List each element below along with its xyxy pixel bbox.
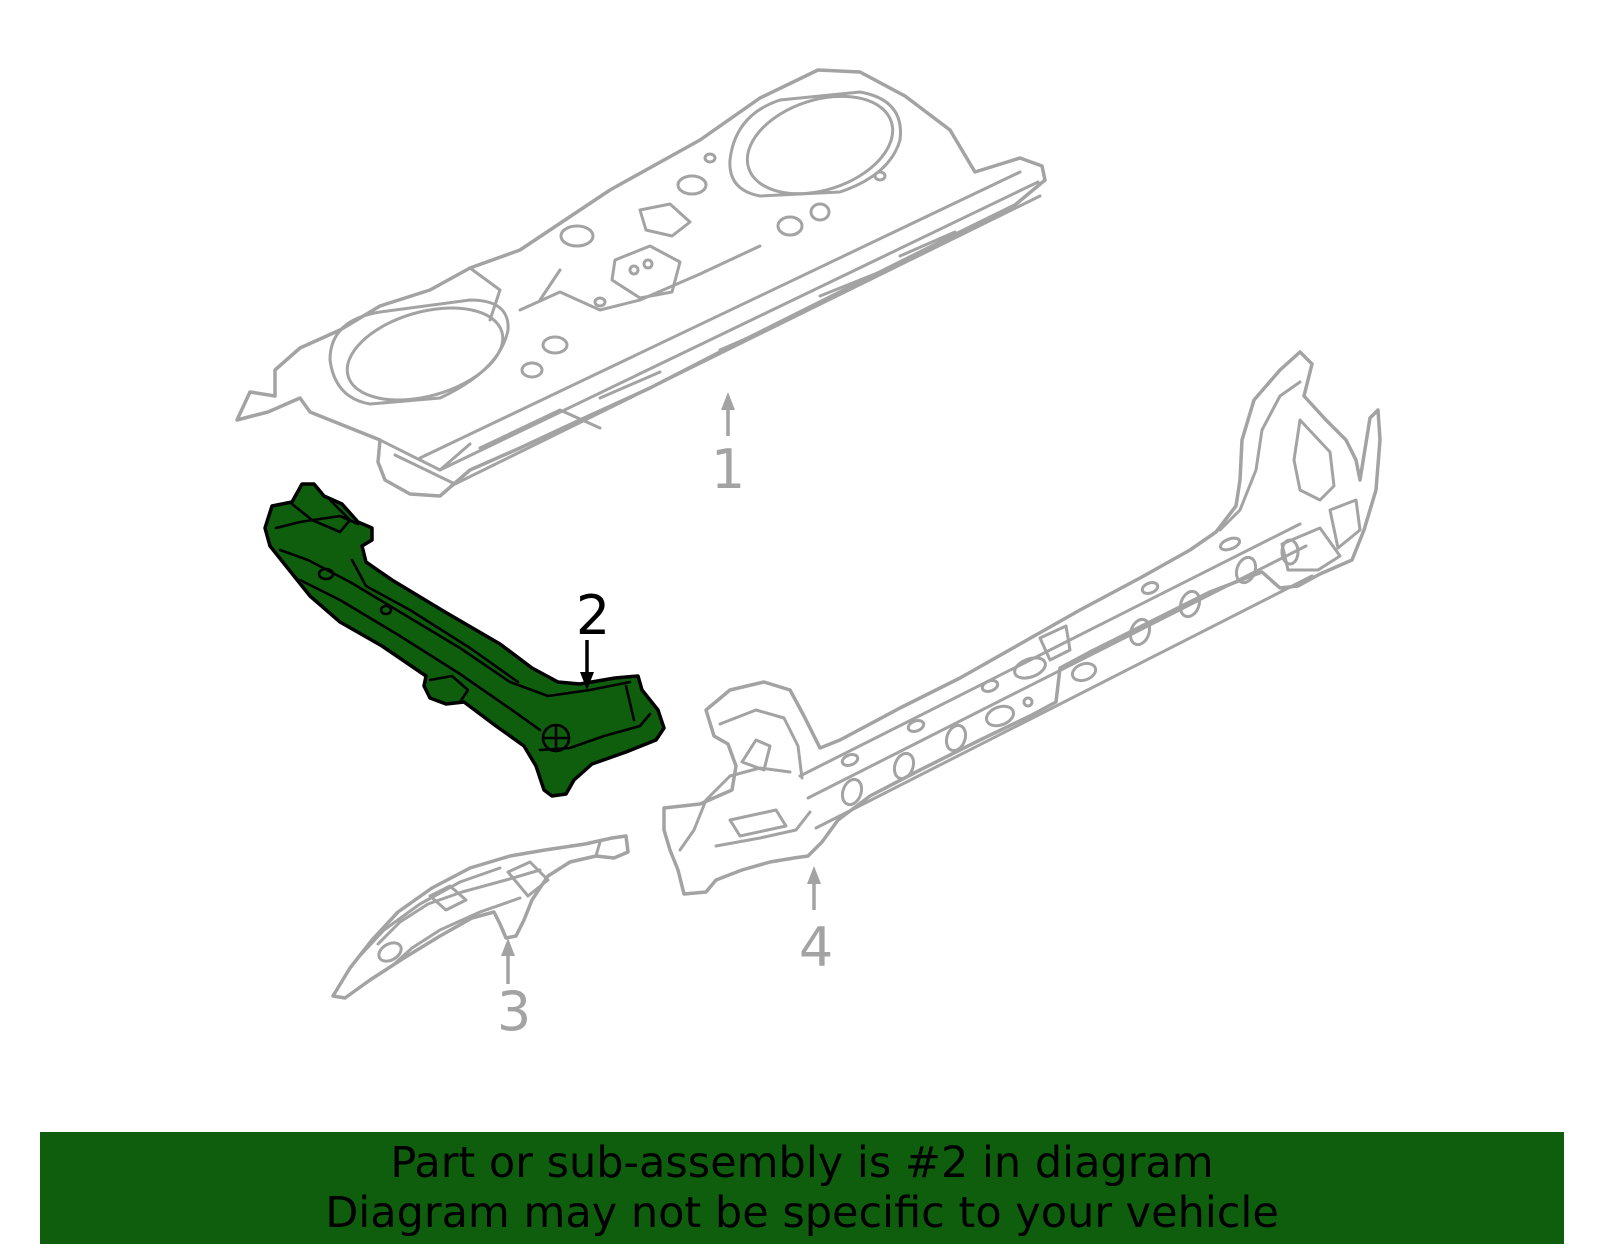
callout-2: 2 [576,584,610,690]
callout-label-1: 1 [711,438,745,501]
info-banner: Part or sub-assembly is #2 in diagram Di… [40,1132,1564,1244]
callout-label-2: 2 [576,584,610,647]
callout-3: 3 [497,938,531,1043]
callout-label-3: 3 [497,980,531,1043]
callout-4: 4 [799,866,833,979]
banner-line-1: Part or sub-assembly is #2 in diagram [390,1138,1214,1188]
callout-1: 1 [711,392,745,501]
part-2-bracket-highlighted[interactable] [263,482,666,798]
part-4-rocker-sill[interactable] [662,350,1382,896]
part-1-package-tray[interactable] [235,68,1047,498]
banner-line-2: Diagram may not be specific to your vehi… [325,1188,1279,1238]
callout-label-4: 4 [799,916,833,979]
part-3-extension[interactable] [331,834,630,1000]
